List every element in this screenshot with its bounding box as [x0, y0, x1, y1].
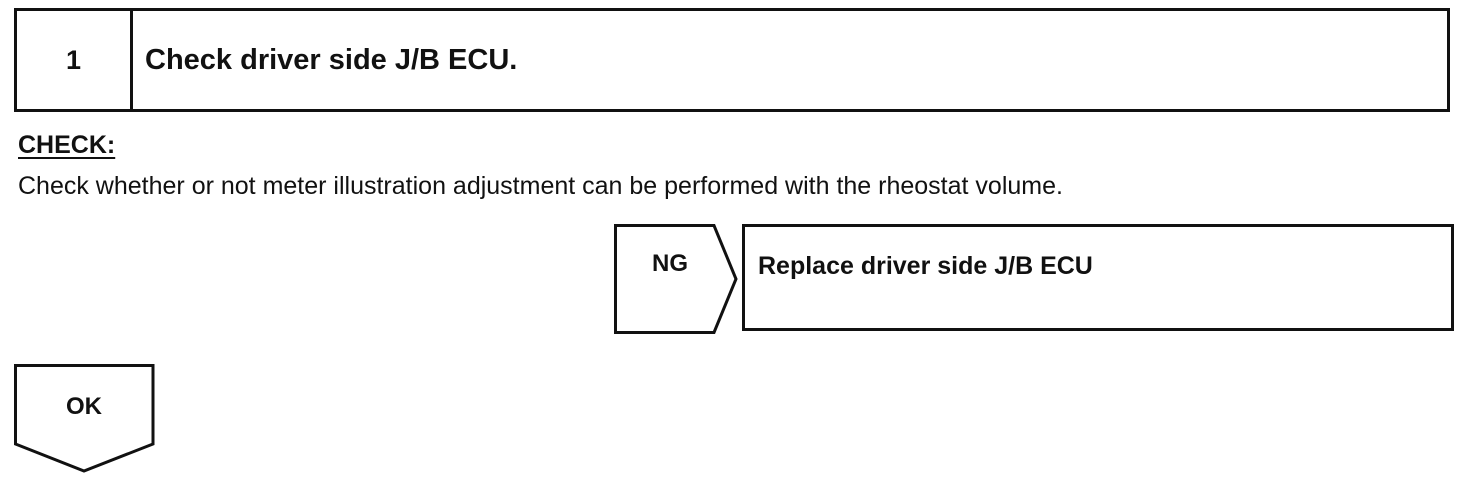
check-instruction: Check whether or not meter illustration …: [18, 172, 1063, 200]
ok-arrow-tag: [14, 364, 155, 473]
ok-label: OK: [66, 393, 102, 420]
step-header-box: 1 Check driver side J/B ECU.: [14, 8, 1450, 112]
check-heading: CHECK:: [18, 131, 116, 159]
ng-result-action: Replace driver side J/B ECU: [758, 252, 1093, 280]
ng-result-box: [742, 224, 1454, 331]
ng-label: NG: [652, 250, 688, 277]
step-title: Check driver side J/B ECU.: [145, 43, 518, 76]
step-number: 1: [17, 11, 133, 109]
ng-arrow-tag: [614, 224, 738, 334]
